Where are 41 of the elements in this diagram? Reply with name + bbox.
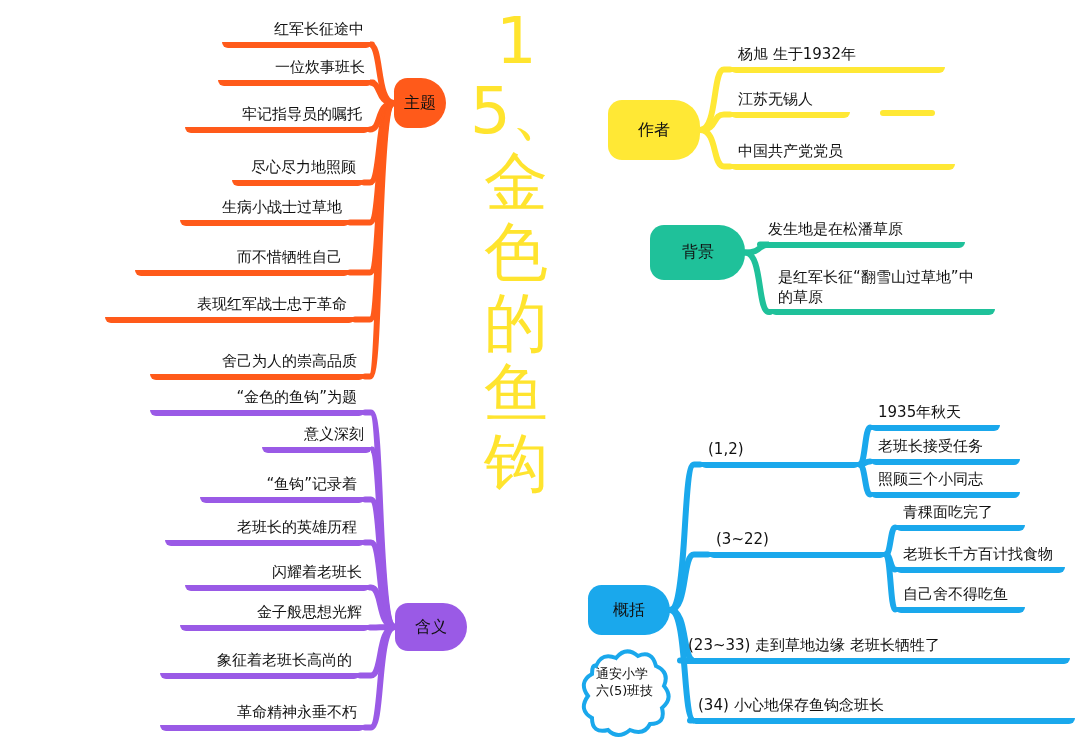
branch-text: 是红军长征“翻雪山过草地”中的草原 — [770, 268, 995, 315]
branch-line — [857, 458, 873, 468]
branch-text: 发生地是在松潘草原 — [760, 220, 965, 248]
branch-text: 青稞面吃完了 — [895, 503, 1025, 531]
branch-text: (3~22) — [708, 530, 886, 558]
title: 15、金色的鱼钩 — [470, 6, 563, 499]
branch-text: (34) 小心地保存鱼钩念班长 — [690, 696, 1075, 724]
branch-text: 一位炊事班长 — [218, 58, 373, 86]
branch-text: 闪耀着老班长 — [185, 563, 370, 591]
topic-bubble: 主题 — [394, 78, 446, 128]
branch-text: 意义深刻 — [262, 425, 372, 453]
branch-text: 表现红军战士忠于革命 — [105, 295, 355, 323]
topic-bubble: 作者 — [608, 100, 700, 160]
branch-text: 老班长的英雄历程 — [165, 518, 365, 546]
branch-text: 生病小战士过草地 — [180, 198, 350, 226]
branch-text: 金子般思想光辉 — [180, 603, 370, 631]
branch-text: 照顾三个小同志 — [870, 470, 1020, 498]
branch-text: 1935年秋天 — [870, 403, 1000, 431]
branch-text: (1,2) — [700, 440, 860, 468]
branch-text: 杨旭 生于1932年 — [730, 45, 945, 73]
topic-bubble: 概括 — [588, 585, 670, 635]
branch-line — [883, 551, 898, 613]
branch-text: 老班长千方百计找食物 — [895, 545, 1065, 573]
branch-text: 象征着老班长高尚的 — [160, 651, 360, 679]
branch-text: 舍己为人的崇高品质 — [150, 352, 365, 380]
topic-bubble: 背景 — [650, 225, 745, 280]
branch-text: (23~33) 走到草地边缘 老班长牺牲了 — [680, 636, 1070, 664]
branch-text: 老班长接受任务 — [870, 437, 1020, 465]
branch-text: 而不惜牺牲自己 — [135, 248, 350, 276]
branch-text: 红军长征途中 — [222, 20, 372, 48]
branch-text: “鱼钩”记录着 — [200, 475, 365, 503]
signature-text: 通安小学六(5)班技 — [596, 666, 654, 700]
branch-text: 江苏无锡人 — [730, 90, 850, 118]
branch-text: 尽心尽力地照顾 — [232, 158, 364, 186]
branch-text: 革命精神永垂不朽 — [160, 703, 365, 731]
branch-text: 中国共产党党员 — [730, 142, 955, 170]
branch-line — [857, 461, 873, 498]
branch-text: “金色的鱼钩”为题 — [150, 388, 365, 416]
topic-bubble: 含义 — [395, 603, 467, 651]
branch-text: 自己舍不得吃鱼 — [895, 585, 1025, 613]
branch-text: 牢记指导员的嘱托 — [185, 105, 370, 133]
